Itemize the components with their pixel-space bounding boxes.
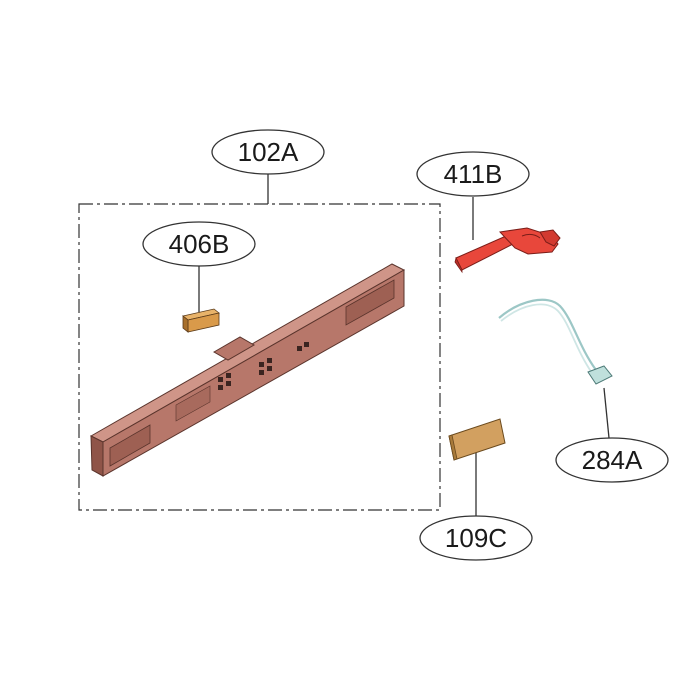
harness-connector bbox=[587, 365, 613, 385]
leader-284A bbox=[603, 387, 610, 439]
cover-part bbox=[448, 418, 506, 461]
panel-left-end bbox=[90, 435, 104, 477]
leader-lines bbox=[198, 174, 610, 516]
panel-center-tab bbox=[212, 336, 256, 361]
callout-102A: 102A bbox=[211, 129, 325, 175]
button-side bbox=[182, 315, 189, 333]
wire-harness-part bbox=[498, 298, 613, 385]
panel-left-window bbox=[109, 424, 151, 467]
panel-button-cluster-2 bbox=[259, 358, 272, 375]
panel-top-face bbox=[89, 263, 406, 443]
panel-button-cluster-3 bbox=[297, 342, 309, 351]
harness-wire-a bbox=[498, 298, 597, 371]
cover-face bbox=[448, 418, 506, 461]
callout-284A: 284A bbox=[555, 437, 669, 483]
bracket-plate-edge bbox=[454, 256, 463, 274]
callout-411B: 411B bbox=[416, 151, 530, 197]
bracket-slot bbox=[521, 233, 541, 239]
harness-wire-b bbox=[500, 303, 593, 374]
button-part bbox=[182, 308, 220, 333]
panel-right-window bbox=[345, 279, 395, 326]
callout-label: 284A bbox=[582, 445, 643, 475]
panel-center-window bbox=[175, 385, 211, 422]
bracket-hook bbox=[539, 229, 561, 247]
assembly-boundary bbox=[78, 203, 441, 511]
callout-label: 406B bbox=[169, 229, 230, 259]
cover-edge bbox=[448, 434, 458, 461]
bracket-part bbox=[454, 227, 561, 274]
callout-label: 411B bbox=[444, 159, 503, 189]
callout-label: 109C bbox=[445, 523, 507, 553]
callout-406B: 406B bbox=[142, 221, 256, 267]
control-panel-assembly bbox=[89, 263, 406, 477]
panel-button-cluster-1 bbox=[218, 373, 231, 390]
callout-label: 102A bbox=[238, 137, 299, 167]
callout-109C: 109C bbox=[419, 515, 533, 561]
